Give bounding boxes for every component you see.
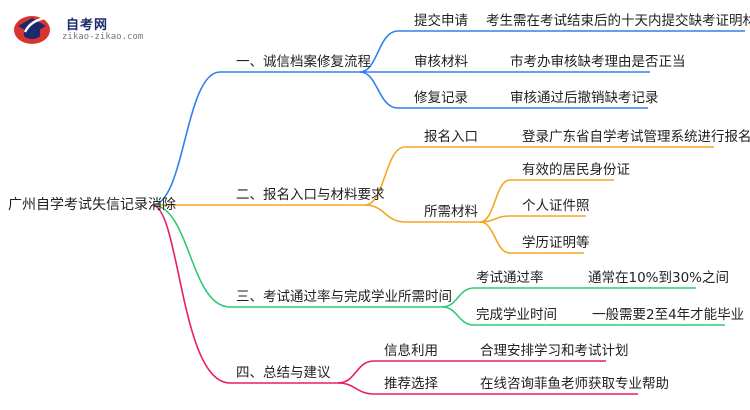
- b4-node-2-label: 推荐选择: [384, 376, 438, 392]
- branch-2-title: 二、报名入口与材料要求: [236, 187, 385, 203]
- b2-item-1: 有效的居民身份证: [522, 162, 630, 178]
- b4-node-1-value: 合理安排学习和考试计划: [480, 343, 629, 359]
- b1-node-3-value: 审核通过后撤销缺考记录: [510, 90, 659, 106]
- logo-name: 自考网: [66, 18, 109, 33]
- b3-node-1-value: 通常在10%到30%之间: [588, 270, 730, 286]
- b3-node-2-value: 一般需要2至4年才能毕业: [592, 307, 745, 323]
- b1-node-1-label: 提交申请: [414, 13, 468, 29]
- b2-node-1-label: 报名入口: [424, 129, 478, 145]
- b1-node-2-value: 市考办审核缺考理由是否正当: [510, 54, 686, 70]
- branch-4-lines: [151, 204, 638, 395]
- b3-node-2-label: 完成学业时间: [476, 307, 557, 323]
- b2-node-1-value: 登录广东省自学考试管理系统进行报名: [522, 129, 750, 145]
- b2-item-3: 学历证明等: [522, 235, 590, 251]
- branch-3-lines: [151, 204, 725, 326]
- root-node: 广州自学考试失信记录消除: [8, 197, 176, 213]
- branch-1-lines: [151, 30, 745, 206]
- branch-2-lines: [152, 146, 714, 254]
- logo-url: zikao-zikao.com: [62, 32, 144, 42]
- b1-node-1-value: 考生需在考试结束后的十天内提交缺考证明材料: [486, 13, 750, 29]
- site-logo[interactable]: 自考网 zikao-zikao.com: [4, 6, 154, 50]
- branch-3-title: 三、考试通过率与完成学业所需时间: [236, 289, 452, 305]
- b1-node-2-label: 审核材料: [414, 54, 468, 70]
- b2-node-2-label: 所需材料: [424, 204, 478, 220]
- branch-4-title: 四、总结与建议: [236, 365, 331, 381]
- b1-node-3-label: 修复记录: [414, 90, 468, 106]
- b3-node-1-label: 考试通过率: [476, 270, 544, 286]
- branch-1-title: 一、诚信档案修复流程: [236, 54, 371, 70]
- graduation-cap-icon: [14, 16, 50, 44]
- b2-item-2: 个人证件照: [522, 198, 590, 214]
- b4-node-2-value: 在线咨询菲鱼老师获取专业帮助: [480, 376, 669, 392]
- b4-node-1-label: 信息利用: [384, 343, 438, 359]
